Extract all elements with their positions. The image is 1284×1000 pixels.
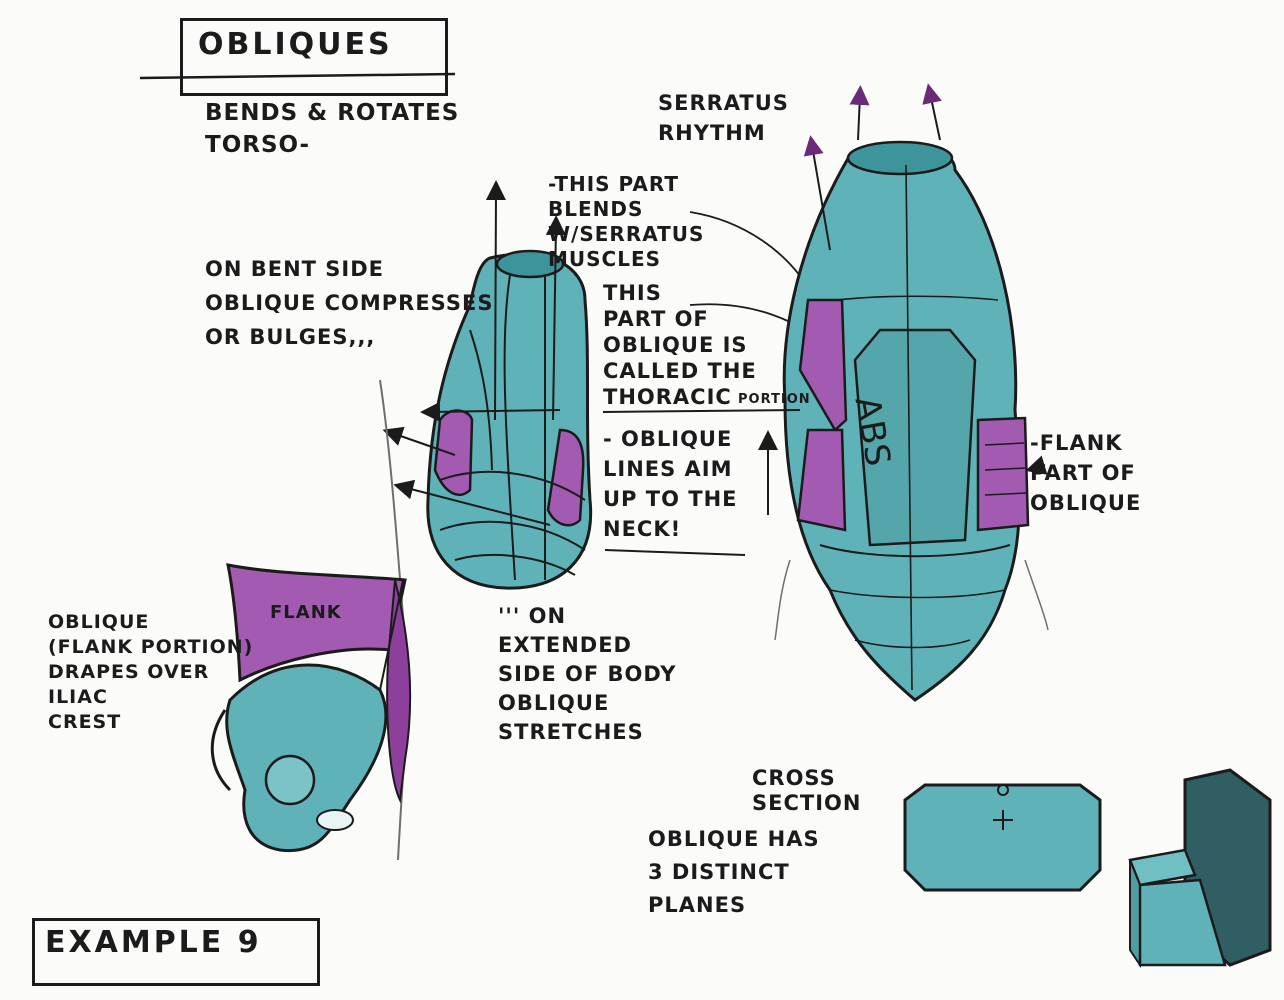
neck-underline (605, 550, 745, 555)
cross-section-label: CROSS SECTION (752, 766, 861, 816)
flank-label: FLANK (270, 600, 342, 625)
bent-side-label: ON BENT SIDE OBLIQUE COMPRESSES OR BULGE… (205, 252, 493, 354)
three-planes-block-drawing (1130, 770, 1270, 965)
thoracic-underline (603, 410, 800, 412)
front-torso-drawing (775, 93, 1048, 700)
blends-label: -THIS PART BLENDS W/SERRATUS MUSCLES (548, 172, 704, 272)
flank-part-label: -FLANK PART OF OBLIQUE (1030, 428, 1141, 518)
cross-section-drawing (905, 785, 1100, 890)
portion-label: PORTION (738, 392, 811, 408)
planes-label: OBLIQUE HAS 3 DISTINCT PLANES (648, 823, 820, 922)
drapes-label: OBLIQUE (FLANK PORTION) DRAPES OVER ILIA… (48, 610, 253, 735)
example-label: EXAMPLE 9 (45, 930, 262, 955)
extended-label: ''' ON EXTENDED SIDE OF BODY OBLIQUE STR… (498, 602, 677, 747)
thoracic-label: THIS PART OF OBLIQUE IS CALLED THE THORA… (603, 280, 757, 410)
subtitle-text: BENDS & ROTATES TORSO- (205, 97, 459, 161)
abs-label: ABS (853, 395, 890, 469)
serratus-label: SERRATUS RHYTHM (658, 88, 789, 148)
page-title: OBLIQUES (198, 32, 393, 57)
lines-aim-label: - OBLIQUE LINES AIM UP TO THE NECK! (603, 424, 738, 544)
